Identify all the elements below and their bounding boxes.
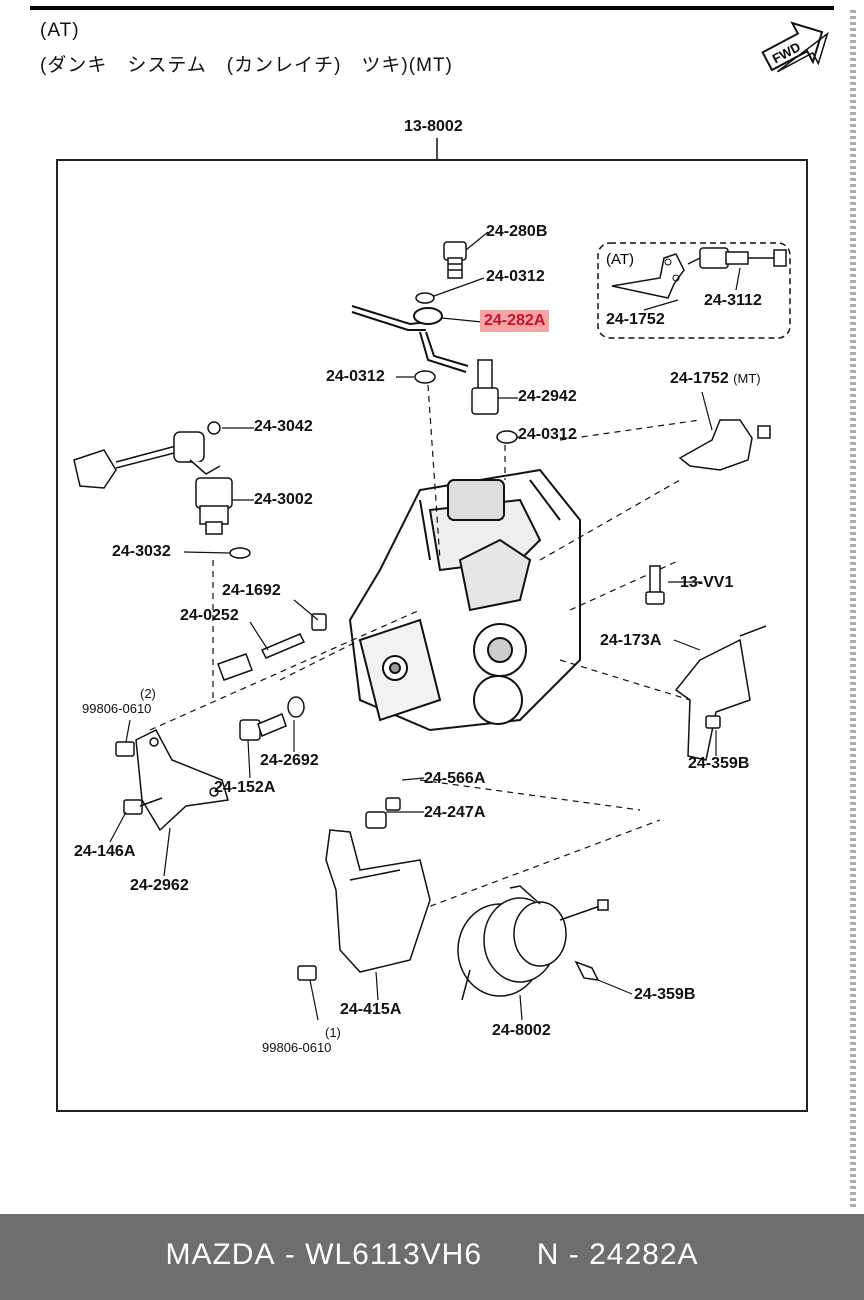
part-label-24-152a[interactable]: 24-152A bbox=[214, 779, 276, 796]
part-label-24-566a[interactable]: 24-566A bbox=[424, 770, 486, 787]
part-label-24-1752-at[interactable]: 24-1752 bbox=[606, 311, 665, 328]
footer-sep-2: - bbox=[568, 1238, 580, 1271]
top-rule bbox=[30, 6, 834, 10]
banjo-bolt-shape bbox=[443, 241, 467, 279]
stud-shape bbox=[217, 613, 327, 681]
footer-n-label: N bbox=[536, 1238, 560, 1271]
part-label-24-280b[interactable]: 24-280B bbox=[486, 223, 548, 240]
bolt-qty-top: (2) bbox=[140, 686, 156, 701]
part-label-24-3042[interactable]: 24-3042 bbox=[254, 418, 313, 435]
part-label-24-8002[interactable]: 24-8002 bbox=[492, 1022, 551, 1039]
sensor-connector-shape bbox=[73, 431, 221, 489]
part-label-24-1692[interactable]: 24-1692 bbox=[222, 582, 281, 599]
washer-shape-2 bbox=[414, 370, 436, 384]
part-label-24-173a[interactable]: 24-173A bbox=[600, 632, 662, 649]
footer-part-number: WL6113VH6 bbox=[305, 1238, 483, 1271]
part-label-24-3112[interactable]: 24-3112 bbox=[704, 292, 762, 309]
bracket-shape-right-top bbox=[678, 419, 771, 471]
actuator-shape bbox=[457, 885, 609, 1001]
assembly-frame bbox=[56, 159, 808, 1112]
part-label-24-3002[interactable]: 24-3002 bbox=[254, 491, 313, 508]
bolt-part-bottom[interactable]: 99806-0610 bbox=[262, 1040, 332, 1055]
right-edge-rule bbox=[850, 10, 856, 1210]
at-switch-shape bbox=[687, 247, 787, 269]
footer-sep-1: - bbox=[284, 1238, 296, 1271]
nut-shape-1 bbox=[207, 421, 221, 435]
part-label-24-359b-a[interactable]: 24-359B bbox=[688, 755, 750, 772]
footer-ref-number: 24282A bbox=[589, 1238, 699, 1271]
footer-bar: MAZDA - WL6113VH6 N - 24282A bbox=[0, 1214, 864, 1300]
bolt-qty-bottom: (1) bbox=[325, 1025, 341, 1040]
cover-shape bbox=[325, 829, 431, 973]
fitting-shape bbox=[471, 359, 499, 415]
mt-suffix: (MT) bbox=[733, 371, 761, 386]
bolt-shape-bottom bbox=[297, 965, 317, 981]
part-label-24-1752-mt[interactable]: 24-1752 (MT) bbox=[670, 370, 761, 387]
part-label-24-0252[interactable]: 24-0252 bbox=[180, 607, 239, 624]
header-line-1: (AT) bbox=[40, 20, 80, 41]
fwd-arrow-icon: FWD bbox=[761, 21, 829, 73]
part-label-24-3032[interactable]: 24-3032 bbox=[112, 543, 171, 560]
part-label-24-0312-b[interactable]: 24-0312 bbox=[326, 368, 385, 385]
header-line-2: (ダンキ システム (カンレイチ) ツキ)(MT) bbox=[40, 55, 453, 76]
footer-caption: MAZDA - WL6113VH6 N - 24282A bbox=[0, 1238, 864, 1272]
dashed-alignment-lines bbox=[149, 384, 701, 911]
footer-brand: MAZDA bbox=[165, 1238, 276, 1271]
part-label-24-282a-highlighted[interactable]: 24-282A bbox=[480, 310, 550, 332]
part-label-13-vv1[interactable]: 13-VV1 bbox=[680, 574, 734, 591]
part-label-24-2962[interactable]: 24-2962 bbox=[130, 877, 189, 894]
at-bracket-shape bbox=[611, 253, 685, 299]
bolt-shape-center bbox=[239, 696, 305, 741]
screw-shape bbox=[385, 797, 401, 811]
bolt-shape-right bbox=[645, 565, 665, 605]
part-label-24-415a[interactable]: 24-415A bbox=[340, 1001, 402, 1018]
bracket-shape-left bbox=[135, 729, 229, 832]
fuel-pipe-shape bbox=[351, 305, 469, 373]
switch-shape bbox=[195, 477, 233, 535]
clip-shape bbox=[365, 811, 387, 829]
at-dashed-box bbox=[597, 242, 791, 339]
injection-pump-body bbox=[348, 468, 581, 732]
washer-shape-1 bbox=[415, 292, 435, 304]
part-label-24-146a[interactable]: 24-146A bbox=[74, 843, 136, 860]
part-label-24-0312-c[interactable]: 24-0312 bbox=[518, 426, 577, 443]
assembly-label: 13-8002 bbox=[404, 118, 463, 135]
at-box-title: (AT) bbox=[606, 251, 634, 268]
part-label-24-247a[interactable]: 24-247A bbox=[424, 804, 486, 821]
part-label-24-359b-b[interactable]: 24-359B bbox=[634, 986, 696, 1003]
lever-shape bbox=[674, 625, 767, 761]
part-label-24-2692[interactable]: 24-2692 bbox=[260, 752, 319, 769]
bolt-part-top[interactable]: 99806-0610 bbox=[82, 701, 152, 716]
part-label-24-0312-a[interactable]: 24-0312 bbox=[486, 268, 545, 285]
part-label-24-2942[interactable]: 24-2942 bbox=[518, 388, 577, 405]
bolt-shape-left bbox=[115, 741, 163, 815]
leader-lines bbox=[109, 231, 741, 1021]
